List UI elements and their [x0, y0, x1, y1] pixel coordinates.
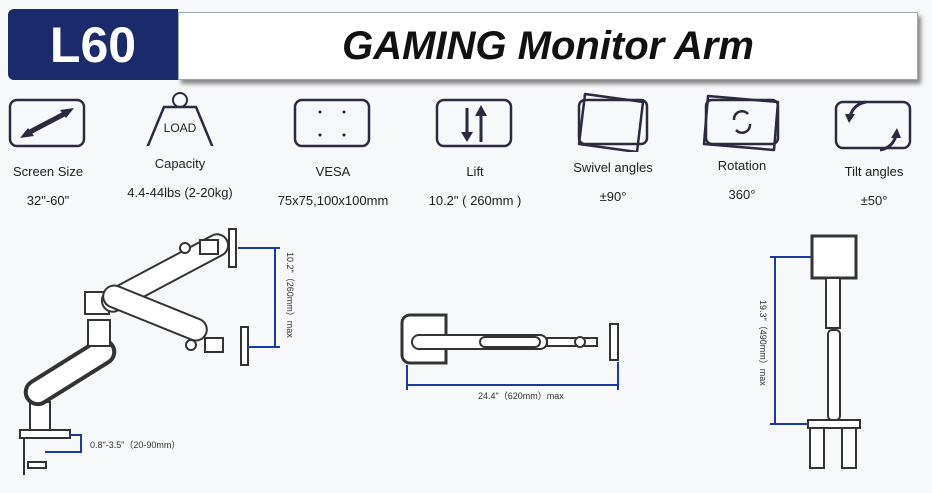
side-view-arm-drawing: [19, 228, 249, 475]
screen-size-icon: [8, 98, 86, 148]
height-dimension-label: 19.3"（490mm）max: [758, 300, 768, 386]
spec-swivel: Swivel angles ±90°: [543, 92, 683, 204]
spec-label: Capacity: [154, 156, 206, 171]
rotation-icon: [702, 94, 780, 152]
extension-dimension-label: 24.4"（620mm）max: [478, 391, 564, 401]
front-view-arm-drawing: [807, 234, 861, 469]
lift-icon: [435, 98, 513, 148]
height-dimension-line: [770, 256, 812, 425]
lift-dimension-label: 10.2"（260mm）max: [285, 252, 295, 338]
spec-tilt: Tilt angles ±50°: [804, 96, 932, 208]
spec-screen-size: Screen Size 32"-60": [0, 96, 118, 208]
spec-label: Lift: [466, 164, 484, 179]
top-view-arm-drawing: [400, 313, 619, 365]
model-badge: L60: [8, 9, 178, 80]
load-weight-icon: LOAD: [146, 92, 214, 146]
spec-lift: Lift 10.2" ( 260mm ): [405, 96, 545, 208]
spec-label: VESA: [315, 164, 351, 179]
spec-label: Screen Size: [12, 164, 84, 179]
load-text: LOAD: [164, 121, 197, 135]
spec-value: 360°: [728, 187, 756, 202]
page-title: GAMING Monitor Arm: [178, 12, 918, 80]
spec-label: Swivel angles: [573, 160, 653, 175]
clamp-dimension-line: [45, 434, 82, 453]
spec-label: Tilt angles: [844, 164, 904, 179]
swivel-icon: [577, 92, 649, 152]
lift-dimension-line: [238, 247, 280, 348]
spec-value: ±90°: [599, 189, 627, 204]
spec-vesa: VESA 75x75,100x100mm: [263, 96, 403, 208]
extension-dimension-line: [406, 362, 619, 390]
spec-value: 10.2" ( 260mm ): [428, 193, 522, 208]
tilt-icon: [834, 100, 912, 152]
spec-capacity: LOAD Capacity 4.4-44lbs (2-20kg): [110, 92, 250, 200]
spec-value: 32"-60": [26, 193, 70, 208]
spec-label: Rotation: [717, 158, 767, 173]
spec-value: 4.4-44lbs (2-20kg): [127, 185, 233, 200]
spec-value: 75x75,100x100mm: [277, 193, 389, 208]
clamp-dimension-label: 0.8"-3.5"（20-90mm）: [90, 440, 181, 450]
spec-rotation: Rotation 360°: [672, 94, 812, 202]
vesa-icon: [293, 98, 371, 148]
spec-value: ±50°: [860, 193, 888, 208]
